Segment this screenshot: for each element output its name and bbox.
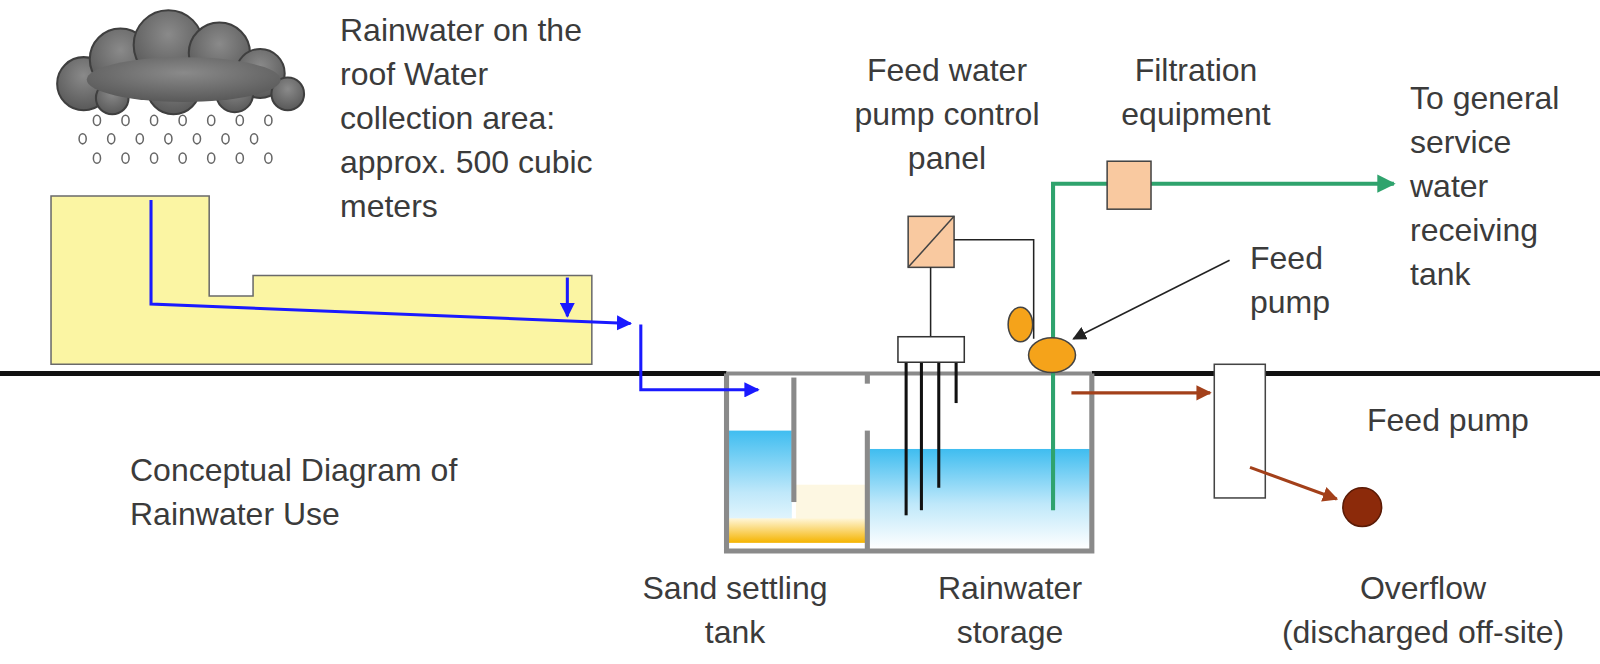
stored-water [869,449,1089,549]
overflow-pipe [1071,391,1210,394]
raindrop [236,153,243,163]
pump-label: Feed pump [1367,398,1587,442]
raindrop [265,153,272,163]
raindrop [122,153,129,163]
discharge-point [1343,488,1382,527]
raindrop [79,134,86,144]
pump-callout: Feed pump [1250,236,1380,324]
sand [729,518,866,542]
raindrop [193,134,200,144]
filter-label: Filtration equipment [1111,48,1281,136]
raindrop [179,115,186,125]
raindrop [165,134,172,144]
raindrop [222,134,229,144]
control-panel [908,216,954,267]
ground-line [0,371,1600,376]
destination-label: To general service water receiving tank [1410,76,1596,296]
overflow-label: Overflow (discharged off-site) [1273,566,1573,654]
raindrop [265,115,272,125]
feed-pump [1008,307,1075,372]
rain-cloud [57,10,304,114]
overflow-box [1214,364,1265,498]
raindrop [236,115,243,125]
raindrop [136,134,143,144]
raindrop [208,153,215,163]
raindrop [108,134,115,144]
raindrop [93,115,100,125]
supply-pipe [1053,184,1394,511]
caption: Conceptual Diagram of Rainwater Use [130,448,530,536]
panel-label: Feed water pump control panel [847,48,1047,180]
tank-walls [727,373,1092,551]
filter-box [1107,161,1151,209]
raindrop [151,153,158,163]
tank-label: Rainwater storage [910,566,1110,654]
rain-note: Rainwater on the roof Water collection a… [340,8,610,228]
overflow-pipe [1250,467,1337,499]
raindrop [251,134,258,144]
raindrop [122,115,129,125]
building [51,196,592,364]
raindrops [79,115,272,163]
sensor-head [898,337,964,363]
tank-label: Sand settling tank [615,566,855,654]
raindrop [179,153,186,163]
rain-pipe [151,200,758,390]
raindrop [93,153,100,163]
raindrop [151,115,158,125]
leader-line [1073,260,1229,339]
level-electrodes [906,362,956,515]
raindrop [208,115,215,125]
